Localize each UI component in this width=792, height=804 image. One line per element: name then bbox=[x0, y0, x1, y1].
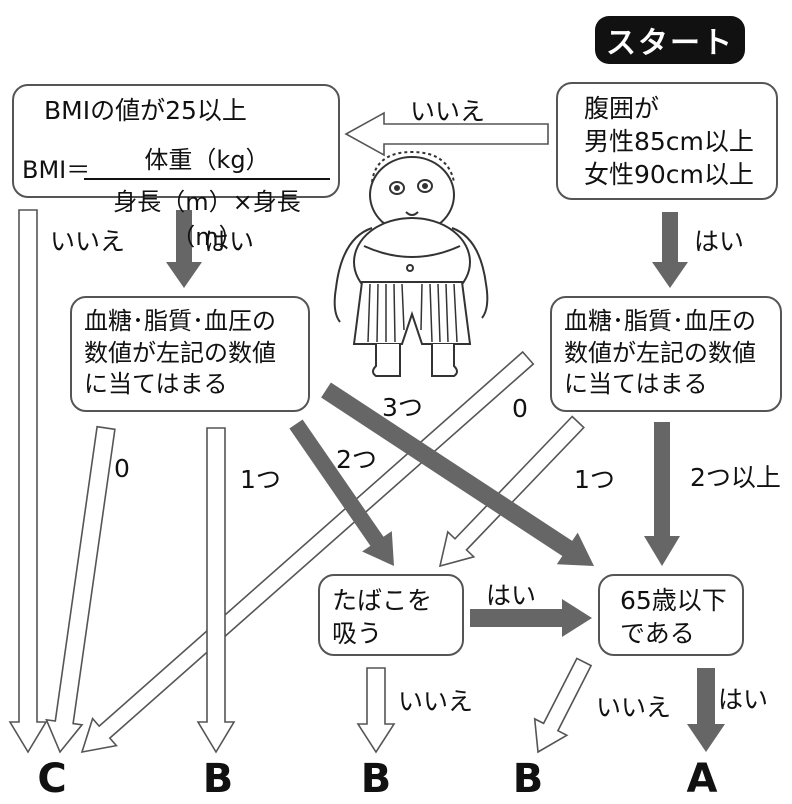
age-no-label: いいえ bbox=[596, 693, 672, 722]
waist-yes-label: はい bbox=[694, 227, 745, 256]
waist-question-box: 腹囲が 男性85cm以上 女性90cm以上 bbox=[556, 82, 778, 200]
waist-line-2: 男性85cm以上 bbox=[584, 127, 754, 156]
obese-man-illustration bbox=[333, 150, 489, 377]
bmi-denominator: 身長（m）×身長（m） bbox=[113, 188, 301, 251]
age-line-2: である bbox=[620, 619, 695, 648]
right-blood-line-3: に当てはまる bbox=[564, 370, 708, 399]
bmi-numerator: 体重（kg） bbox=[84, 140, 330, 180]
arrow-bmi-yes bbox=[166, 210, 202, 288]
waist-line-1: 腹囲が bbox=[584, 94, 660, 123]
left-blood-line-2: 数値が左記の数値 bbox=[84, 338, 276, 367]
smoking-question-box: たばこを 吸う bbox=[318, 574, 464, 656]
smoke-line-1: たばこを bbox=[332, 586, 433, 615]
arrow-waist-yes bbox=[652, 212, 688, 288]
bmi-formula-label: BMI＝ bbox=[22, 156, 91, 184]
arrow-left-two bbox=[289, 419, 394, 566]
smoke-no-label: いいえ bbox=[398, 687, 474, 716]
age-yes-label: はい bbox=[718, 685, 769, 714]
arrow-left-three bbox=[321, 382, 594, 566]
left-two-label: 2つ bbox=[336, 445, 377, 474]
left-blood-line-3: に当てはまる bbox=[84, 370, 228, 399]
age-question-box: 65歳以下 である bbox=[598, 574, 744, 656]
arrow-left-one bbox=[196, 427, 236, 754]
waist-no-label: いいえ bbox=[410, 97, 486, 126]
age-line-1: 65歳以下 bbox=[620, 586, 727, 615]
smoke-line-2: 吸う bbox=[332, 619, 383, 648]
arrow-waist-no bbox=[344, 111, 549, 157]
arrow-smoke-yes bbox=[470, 599, 592, 637]
right-zero-label: 0 bbox=[512, 394, 528, 423]
arrow-age-no bbox=[533, 657, 593, 754]
right-one-label: 1つ bbox=[574, 465, 615, 494]
left-blood-test-box: 血糖･脂質･血圧の 数値が左記の数値 に当てはまる bbox=[70, 296, 310, 412]
left-zero-label: 0 bbox=[114, 454, 130, 483]
arrow-left-zero bbox=[45, 425, 116, 754]
bmi-no-label: いいえ bbox=[50, 227, 126, 256]
right-two-plus-label: 2つ以上 bbox=[690, 463, 781, 492]
arrow-right-two-plus bbox=[644, 422, 680, 566]
bmi-title: BMIの値が25以上 bbox=[44, 96, 247, 125]
outcome-b-2: B bbox=[360, 756, 392, 802]
outcome-c: C bbox=[37, 756, 67, 802]
right-blood-line-2: 数値が左記の数値 bbox=[564, 338, 756, 367]
outcome-b-3: B bbox=[512, 756, 544, 802]
arrow-age-yes bbox=[687, 668, 725, 752]
arrow-right-one bbox=[438, 415, 585, 568]
bmi-yes-label: はい bbox=[204, 227, 255, 256]
right-blood-test-box: 血糖･脂質･血圧の 数値が左記の数値 に当てはまる bbox=[550, 296, 782, 412]
bmi-formula-fraction: 体重（kg） 身長（m）×身長（m） bbox=[84, 140, 330, 252]
outcome-b-1: B bbox=[202, 756, 234, 802]
arrow-smoke-no bbox=[356, 667, 396, 754]
waist-line-3: 女性90cm以上 bbox=[584, 160, 754, 189]
left-three-label: 3つ bbox=[382, 393, 423, 422]
arrow-bmi-no bbox=[8, 209, 48, 754]
right-blood-line-1: 血糖･脂質･血圧の bbox=[564, 307, 756, 335]
left-blood-line-1: 血糖･脂質･血圧の bbox=[84, 307, 276, 335]
outcome-a: A bbox=[686, 756, 718, 802]
left-one-label: 1つ bbox=[240, 465, 281, 494]
start-badge: スタート bbox=[595, 16, 745, 64]
smoke-yes-label: はい bbox=[486, 581, 537, 610]
